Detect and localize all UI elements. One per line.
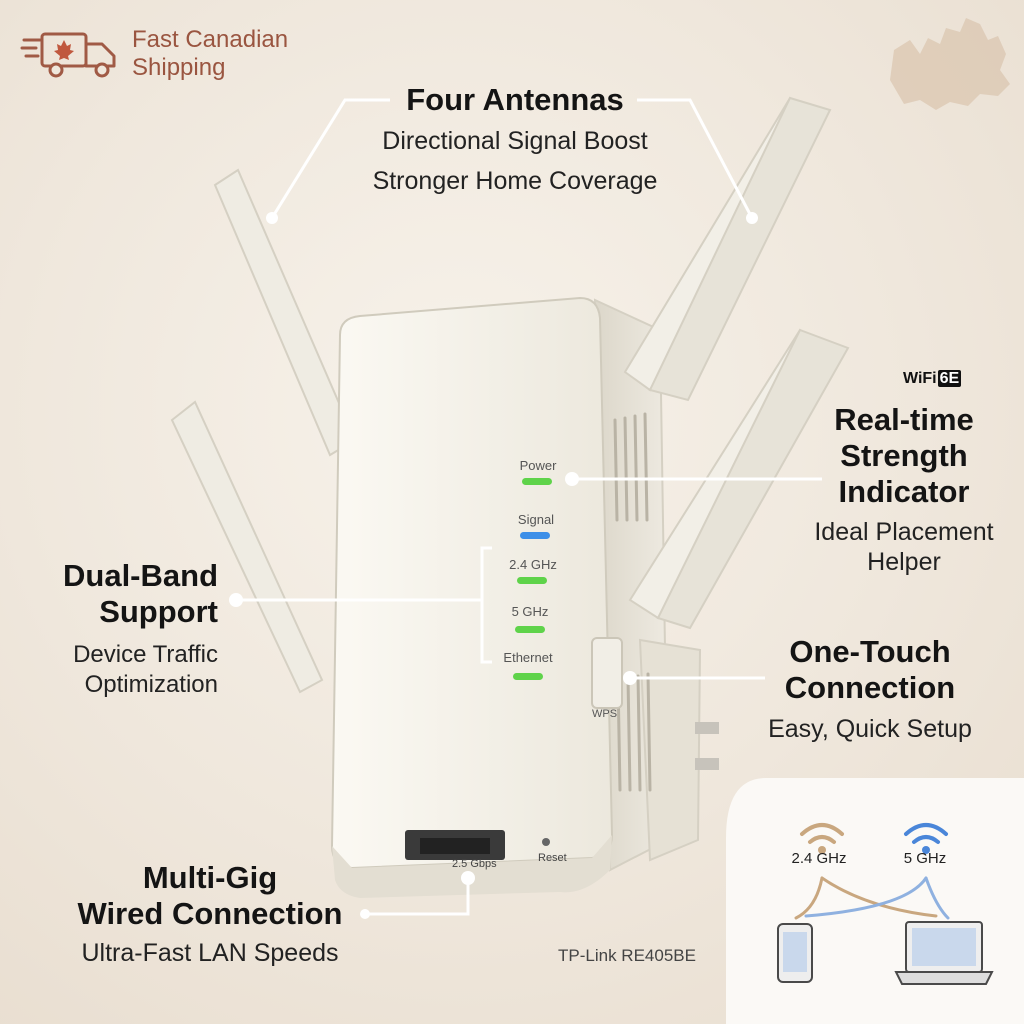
reset-button[interactable] [542,838,550,846]
model-label: TP-Link RE405BE [558,946,696,965]
realtime-line2: Strength [840,438,968,473]
realtime-line3: Indicator [838,474,970,509]
dualband-line1: Dual-Band [63,558,218,593]
shipping-line2: Shipping [132,54,226,81]
shipping-line1: Fast Canadian [132,26,289,53]
antennas-title: Four Antennas [406,82,624,117]
onetouch-line2: Connection [784,670,956,705]
wifi-2g-icon [800,823,844,844]
band-5g-label: 5 GHz [903,850,947,867]
dualband-sub2: Optimization [84,671,218,698]
onetouch-callout: One-Touch Connection [766,634,974,706]
realtime-callout: Real-time Strength Indicator [812,402,996,510]
dualband-sub: Device Traffic Optimization [20,640,218,700]
onetouch-sub: Easy, Quick Setup [768,715,972,743]
laptop-icon [894,921,994,985]
dualband-callout: Dual-Band Support [20,558,218,630]
wifi6e-prefix: WiFi [903,370,937,387]
phone-icon [777,923,813,983]
realtime-sub1: Ideal Placement [814,518,994,546]
antennas-line1: Directional Signal Boost [382,127,648,155]
canada-map-icon [890,18,1010,110]
antennas-callout: Four Antennas Directional Signal Boost S… [340,82,690,196]
shipping-truck-icon [20,32,116,78]
realtime-sub2: Helper [867,548,941,576]
onetouch-line1: One-Touch [789,634,951,669]
realtime-line1: Real-time [834,402,974,437]
wifi6e-tag: 6E [937,370,962,387]
multigig-callout: Multi-Gig Wired Connection [60,860,360,932]
antenna-back-right [623,96,832,402]
dualband-line2: Support [99,594,218,629]
wifi-5g-icon [904,823,948,844]
dualband-inset [726,778,1024,1024]
multigig-line1: Multi-Gig [142,860,278,895]
multigig-sub: Ultra-Fast LAN Speeds [81,939,339,967]
band-2g-label: 2.4 GHz [791,850,847,867]
antennas-line2: Stronger Home Coverage [372,167,658,195]
dualband-sub1: Device Traffic [73,641,218,668]
wps-button[interactable] [591,637,623,709]
multigig-line2: Wired Connection [77,896,343,931]
antenna-back-left [213,168,357,457]
realtime-sub: Ideal Placement Helper [804,517,1004,577]
shipping-text: Fast Canadian Shipping [132,26,288,82]
